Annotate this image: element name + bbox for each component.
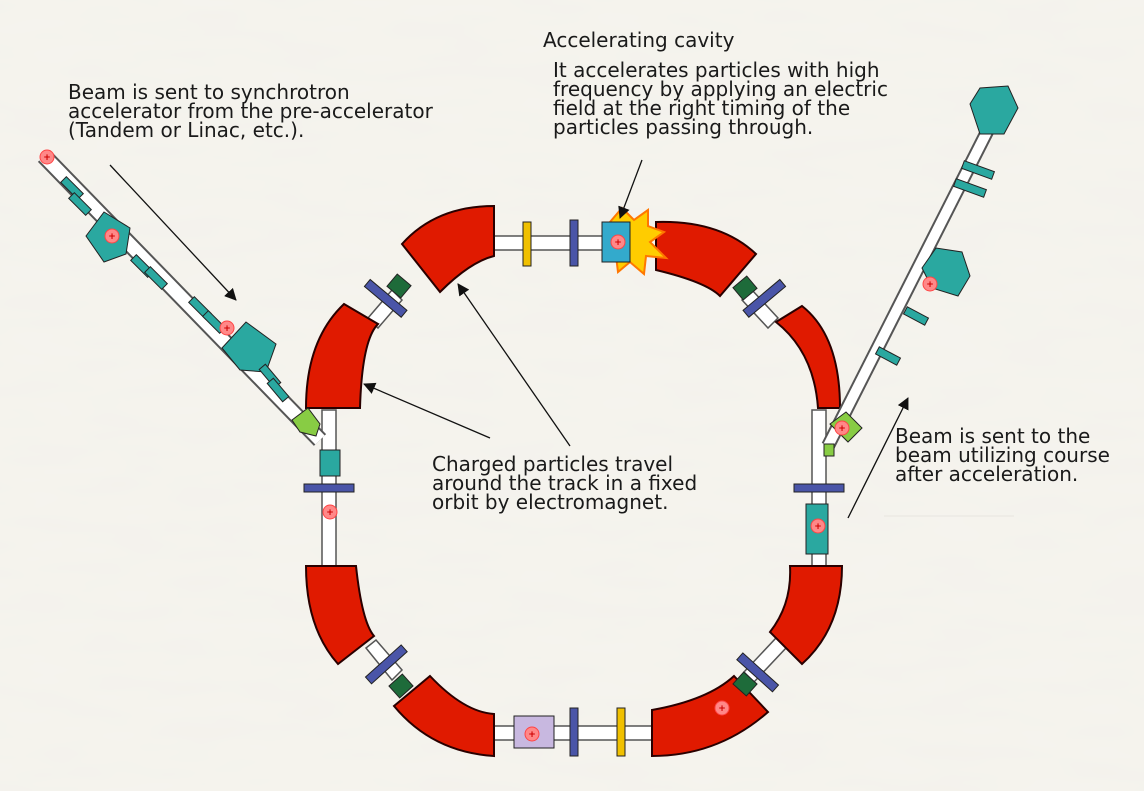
bending-magnet-top-left	[400, 204, 495, 294]
particle-marker: +	[610, 234, 626, 250]
beam-dump	[969, 85, 1019, 135]
particle-marker: +	[219, 320, 235, 336]
ring-label: Charged particles travel around the trac…	[432, 452, 698, 514]
svg-text:+: +	[528, 730, 536, 740]
svg-text:+: +	[718, 704, 726, 714]
particle-markers: + + + + + + + + + +	[39, 149, 938, 742]
particle-marker: +	[39, 149, 55, 165]
bending-magnet-bottom-left	[392, 674, 495, 758]
injection-kicker	[319, 449, 341, 477]
particle-marker: +	[834, 420, 850, 436]
injection-bend	[221, 321, 277, 373]
injection-line	[37, 150, 327, 446]
cavity-description: It accelerates particles with high frequ…	[553, 58, 888, 139]
arrow-ring-to-magnet-left	[363, 382, 491, 439]
svg-text:+: +	[926, 280, 934, 290]
svg-text:+: +	[614, 238, 622, 248]
bending-magnets	[304, 204, 844, 758]
arrow-injection	[109, 164, 237, 301]
bending-magnet-bottom-right	[651, 674, 770, 758]
arrow-ring-to-magnet-top	[457, 283, 571, 447]
particle-marker: +	[922, 276, 938, 292]
particle-marker: +	[104, 228, 120, 244]
ring-magnets	[303, 219, 845, 757]
callout-arrows	[109, 159, 1014, 519]
svg-text:+: +	[43, 153, 51, 163]
injection-septum	[291, 407, 321, 437]
injection-label: Beam is sent to synchrotron accelerator …	[68, 80, 433, 142]
particle-marker: +	[810, 518, 826, 534]
cavity-title: Accelerating cavity	[543, 28, 735, 52]
particle-marker: +	[322, 504, 338, 520]
extraction-label: Beam is sent to the beam utilizing cours…	[895, 424, 1110, 486]
particle-marker: +	[524, 726, 540, 742]
particle-marker: +	[714, 700, 730, 716]
svg-text:+: +	[223, 324, 231, 334]
arrow-extraction	[847, 397, 909, 519]
bending-magnet-top-right	[655, 220, 758, 298]
svg-text:+: +	[838, 424, 846, 434]
svg-text:+: +	[326, 508, 334, 518]
arrow-cavity	[618, 159, 643, 219]
svg-text:+: +	[108, 232, 116, 242]
svg-text:+: +	[814, 522, 822, 532]
bending-magnet-left-top	[304, 302, 380, 409]
bending-magnet-left-bottom	[304, 565, 376, 666]
bending-magnet-right-bottom	[768, 565, 844, 666]
